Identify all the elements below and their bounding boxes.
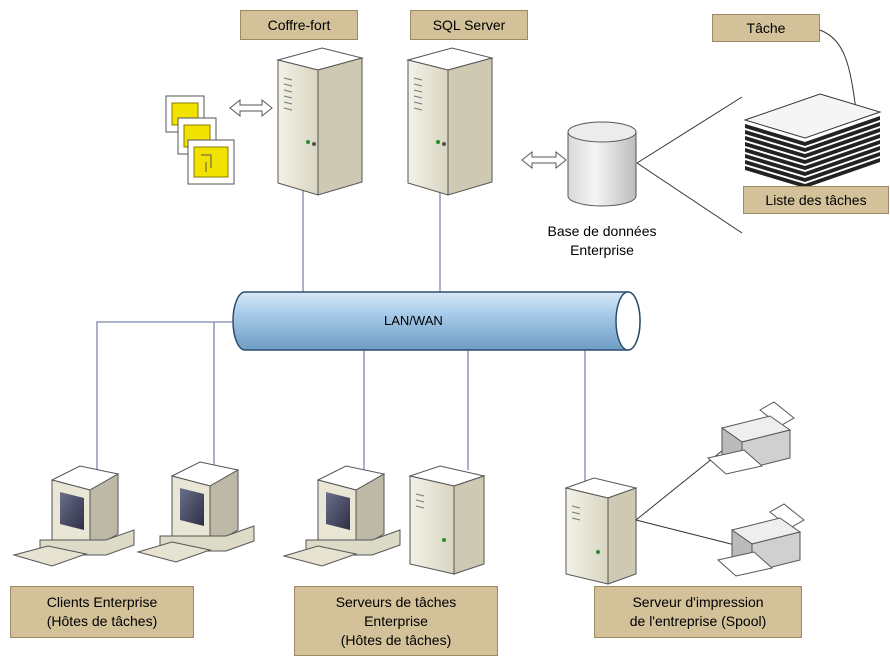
connection-lines <box>96 185 586 485</box>
task-servers-label-line: Serveurs de tâches <box>335 593 457 610</box>
double-arrow-icon <box>229 98 567 170</box>
clients-label-line: Clients Enterprise <box>46 594 158 610</box>
print-server-tower-icon <box>564 477 638 585</box>
client-computer-icon <box>12 465 135 567</box>
task-list-lines <box>636 29 857 234</box>
vault-label: Coffre-fort <box>240 10 358 40</box>
print-server-label-line: de l'entreprise (Spool) <box>629 613 767 629</box>
task-servers-label-line: Enterprise <box>364 612 428 629</box>
clients-label: Clients Enterprise (Hôtes de tâches) <box>10 586 194 638</box>
vault-server <box>276 47 364 196</box>
printer-lines <box>635 449 736 546</box>
task-server-computer-icon <box>282 465 401 567</box>
sql-server-label: SQL Server <box>410 10 528 40</box>
task-label: Tâche <box>712 14 820 42</box>
vault-files-icon <box>165 95 235 185</box>
task-servers-label-line: (Hôtes de tâches) <box>340 631 452 648</box>
task-servers-label: Serveurs de tâches Enterprise (Hôtes de … <box>294 586 498 656</box>
database-icon <box>567 121 637 207</box>
task-list-stack-icon <box>743 93 882 188</box>
task-list-label: Liste des tâches <box>743 186 889 214</box>
task-server-tower-icon <box>408 465 486 575</box>
database-caption-line: Enterprise <box>570 242 634 258</box>
database-caption-line: Base de données <box>547 223 657 239</box>
clients-label-line: (Hôtes de tâches) <box>46 613 158 629</box>
print-server-label: Serveur d'impression de l'entreprise (Sp… <box>594 586 802 638</box>
database-caption: Base de données Enterprise <box>512 222 692 260</box>
sql-server <box>406 47 494 196</box>
printer-icon <box>716 503 805 577</box>
network-label: LAN/WAN <box>384 313 443 328</box>
print-server-label-line: Serveur d'impression <box>632 594 764 610</box>
lan-wan-pipe <box>232 291 641 351</box>
printer-icon <box>706 401 795 475</box>
client-computer-icon <box>136 461 255 563</box>
